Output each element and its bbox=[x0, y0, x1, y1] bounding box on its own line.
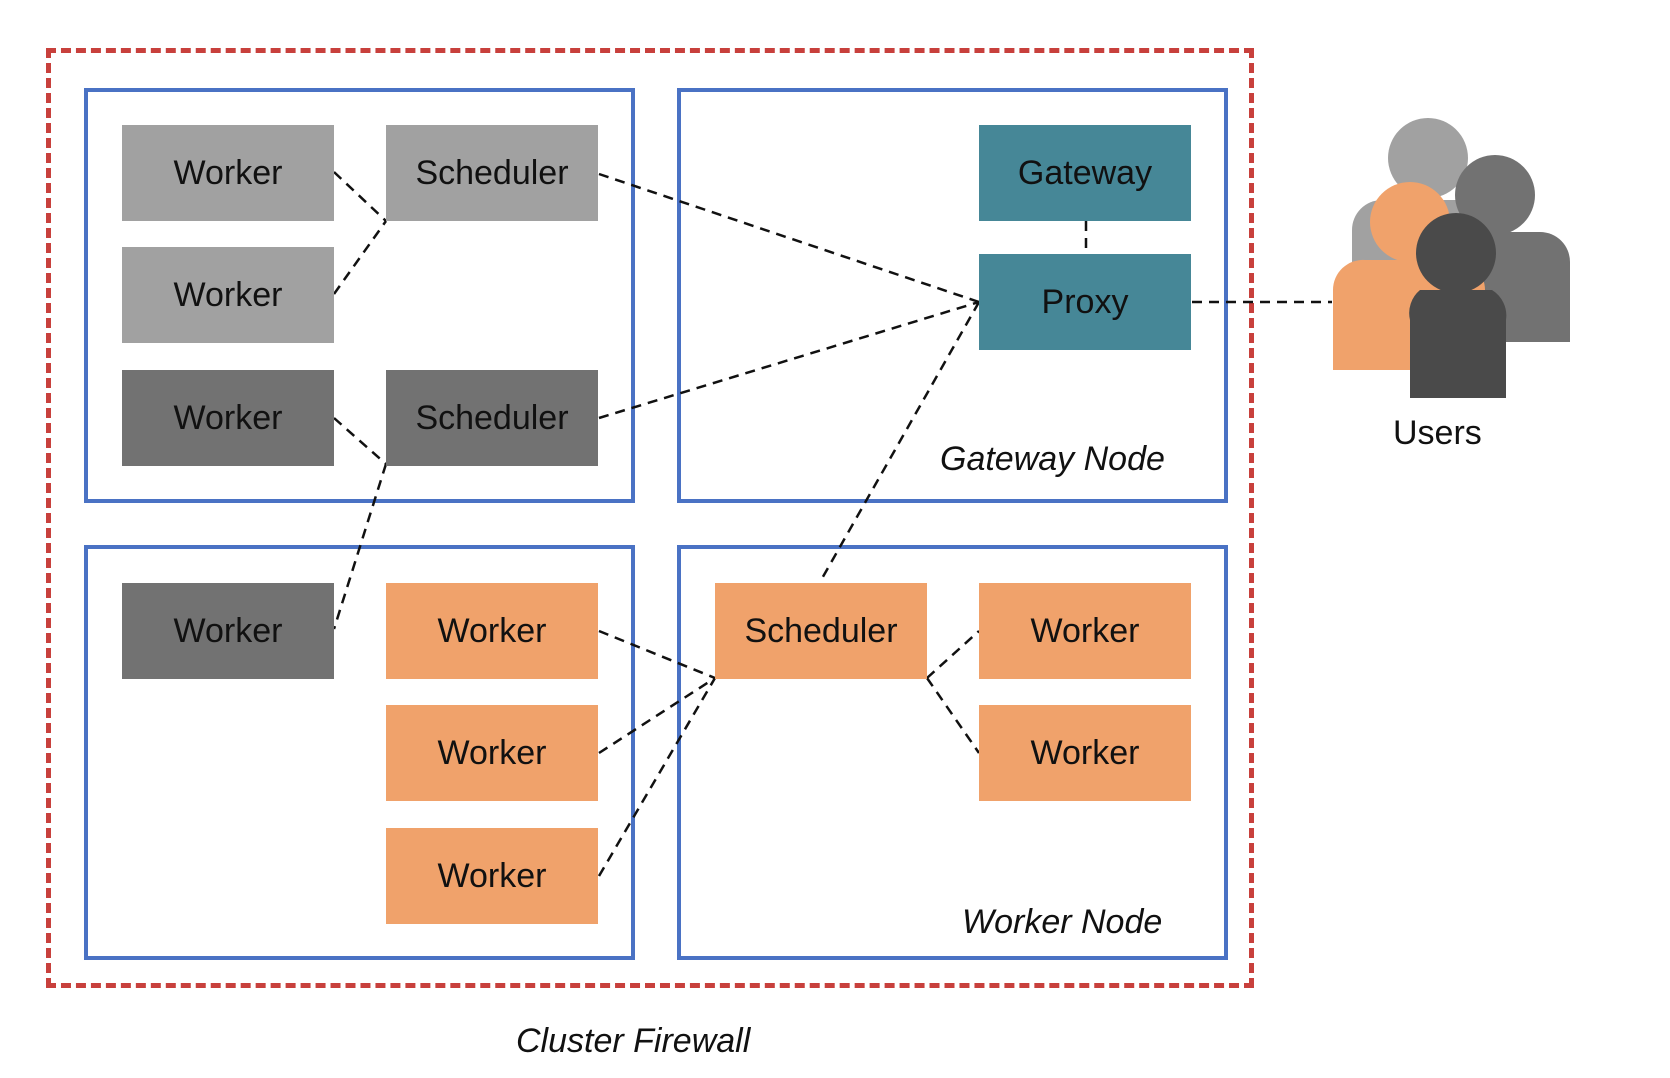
worker-box: Worker bbox=[386, 583, 598, 679]
gateway-node-label: Gateway Node bbox=[940, 440, 1165, 478]
cluster-firewall-boundary bbox=[46, 48, 1254, 988]
user-figure-orange bbox=[1333, 182, 1485, 370]
user-figure-dark bbox=[1409, 213, 1507, 398]
gateway-box: Gateway bbox=[979, 125, 1191, 221]
cluster-firewall-label: Cluster Firewall bbox=[516, 1022, 751, 1060]
scheduler-box: Scheduler bbox=[386, 370, 598, 466]
worker-box: Worker bbox=[122, 125, 334, 221]
proxy-box: Proxy bbox=[979, 254, 1191, 350]
scheduler-box: Scheduler bbox=[386, 125, 598, 221]
worker-node-label: Worker Node bbox=[962, 903, 1163, 941]
worker-box: Worker bbox=[386, 705, 598, 801]
worker-box: Worker bbox=[386, 828, 598, 924]
user-figure-mid bbox=[1420, 155, 1570, 342]
worker-box: Worker bbox=[122, 583, 334, 679]
users-label: Users bbox=[1393, 414, 1482, 452]
worker-box: Worker bbox=[979, 583, 1191, 679]
scheduler-box: Scheduler bbox=[715, 583, 927, 679]
worker-box: Worker bbox=[122, 370, 334, 466]
worker-box: Worker bbox=[979, 705, 1191, 801]
worker-box: Worker bbox=[122, 247, 334, 343]
user-figure-light bbox=[1352, 118, 1504, 320]
